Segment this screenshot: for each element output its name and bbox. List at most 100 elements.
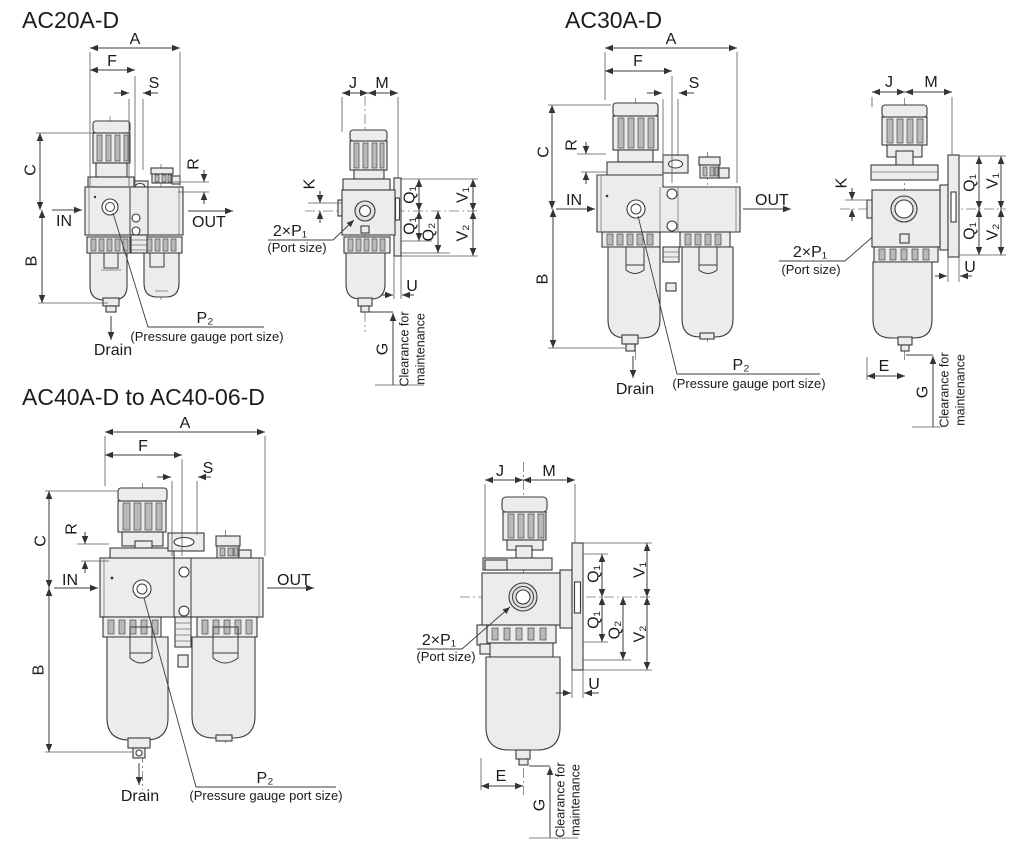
ac40f-filter-bowl <box>106 626 169 759</box>
ac20f-dim-a: A <box>90 31 180 52</box>
ac20s-clearance-note: Clearance for maintenance <box>397 311 427 386</box>
svg-text:Q₁: Q₁ <box>402 186 419 204</box>
svg-text:K: K <box>834 177 851 188</box>
ac30s-extension-lines <box>845 97 1006 380</box>
ac20s-dim-j: J <box>342 75 368 97</box>
svg-text:Drain: Drain <box>616 381 654 398</box>
svg-text:Q₁: Q₁ <box>402 217 419 235</box>
ac20f-dim-c: C <box>23 133 44 210</box>
ac30-side-view: J M K Q₁ V₁ Q₁ V₂ U <box>834 74 1006 428</box>
ac40s-dim-v1: V₁ <box>632 543 651 597</box>
svg-text:V₁: V₁ <box>985 173 1002 189</box>
ac40f-bracket-tab <box>167 532 205 552</box>
ac40s-knob <box>482 496 553 571</box>
svg-text:R: R <box>186 158 203 170</box>
svg-text:Q₁: Q₁ <box>586 565 603 583</box>
svg-text:J: J <box>349 75 357 92</box>
svg-text:B: B <box>24 256 41 267</box>
svg-text:A: A <box>130 31 141 48</box>
ac30f-port-in: IN <box>556 192 595 213</box>
ac20f-dim-s: S <box>114 75 159 97</box>
ac30s-dim-j: J <box>872 74 905 96</box>
ac20-front-view: A F S C B R IN OUT <box>23 31 284 359</box>
svg-text:Clearance for: Clearance for <box>397 311 411 386</box>
svg-text:U: U <box>964 259 976 276</box>
ac40f-dim-a: A <box>105 415 265 436</box>
ac40s-dim-q1-upper: Q₁ <box>586 554 606 597</box>
ac20f-p2-callout: P₂ (Pressure gauge port size) <box>112 212 284 344</box>
ac20s-dim-m: M <box>368 75 398 97</box>
svg-text:Q₁: Q₁ <box>962 222 979 240</box>
svg-text:F: F <box>107 53 117 70</box>
svg-text:Clearance for: Clearance for <box>553 762 567 837</box>
svg-text:A: A <box>666 31 677 48</box>
ac20f-port-in: IN <box>52 206 82 230</box>
svg-text:IN: IN <box>56 213 72 230</box>
ac30f-bracket-tab <box>662 154 689 174</box>
ac40f-drain: Drain <box>121 763 159 805</box>
svg-text:OUT: OUT <box>755 192 789 209</box>
svg-text:G: G <box>915 386 932 398</box>
svg-text:B: B <box>31 665 48 676</box>
ac30f-port-out: OUT <box>743 192 791 213</box>
svg-text:P₂: P₂ <box>257 770 274 787</box>
ac20f-filter-bowl <box>89 252 128 313</box>
svg-text:M: M <box>924 74 937 91</box>
svg-text:M: M <box>375 75 388 92</box>
ac20-side-view: J M K Q₁ Q₁ Q₂ V₁ V₂ <box>267 75 478 387</box>
ac30-front-view: A F S C B R IN OUT <box>535 31 894 398</box>
svg-text:(Port size): (Port size) <box>416 649 475 664</box>
svg-text:Q₁: Q₁ <box>962 174 979 192</box>
ac30f-p2-callout: P₂ (Pressure gauge port size) <box>637 215 826 391</box>
svg-text:E: E <box>879 358 890 375</box>
svg-text:2×P₁: 2×P₁ <box>793 244 827 261</box>
ac30s-dim-m: M <box>905 74 952 96</box>
ac40-title: AC40A-D to AC40-06-D <box>22 384 265 410</box>
ac40f-dim-r: R <box>64 523 89 573</box>
ac20f-dim-b: B <box>24 210 46 303</box>
ac30s-knob <box>870 104 939 181</box>
svg-text:U: U <box>406 278 418 295</box>
ac40s-p1-callout: 2×P₁ (Port size) <box>416 606 511 664</box>
ac30f-regulator-knob <box>606 102 664 176</box>
ac40f-port-in: IN <box>54 572 98 592</box>
ac40f-dim-c: C <box>33 491 53 588</box>
ac20s-extension-lines <box>308 97 478 299</box>
svg-text:Drain: Drain <box>94 342 132 359</box>
svg-text:V₂: V₂ <box>632 626 649 643</box>
svg-text:maintenance: maintenance <box>953 354 967 426</box>
ac20s-body <box>337 189 396 236</box>
ac30f-dim-a: A <box>605 31 737 52</box>
ac20f-body <box>84 186 184 236</box>
ac30f-dim-f: F <box>605 53 672 75</box>
svg-text:Q₂: Q₂ <box>607 621 624 640</box>
ac30s-dim-v1: V₁ <box>985 156 1005 209</box>
ac40f-lubricator-knob <box>215 535 252 560</box>
ac20s-dim-g: G <box>364 311 424 386</box>
svg-text:C: C <box>536 146 553 158</box>
ac40s-dim-q2: Q₂ <box>607 597 627 660</box>
ac40f-dim-b: B <box>31 588 53 752</box>
ac40f-port-out: OUT <box>267 572 314 592</box>
svg-text:S: S <box>689 75 700 92</box>
ac20f-port-out: OUT <box>188 207 233 231</box>
svg-text:A: A <box>180 415 191 432</box>
svg-text:R: R <box>64 523 81 535</box>
ac30-title: AC30A-D <box>565 7 662 33</box>
svg-text:C: C <box>23 164 40 176</box>
svg-text:J: J <box>496 463 504 480</box>
ac30s-bowl <box>872 246 939 352</box>
svg-text:Drain: Drain <box>121 788 159 805</box>
svg-text:Q₂: Q₂ <box>421 223 438 242</box>
svg-text:2×P₁: 2×P₁ <box>273 223 307 240</box>
ac20f-bowl-collars <box>86 234 183 254</box>
ac40f-dim-s: S <box>157 460 213 481</box>
ac30s-clearance-note: Clearance for maintenance <box>937 352 967 427</box>
svg-text:V₁: V₁ <box>632 562 649 578</box>
ac30s-dim-e: E <box>867 358 905 380</box>
svg-text:(Pressure gauge port size): (Pressure gauge port size) <box>189 788 342 803</box>
ac30s-dim-q1-lower: Q₁ <box>962 209 983 255</box>
ac40s-dim-j: J <box>485 463 523 484</box>
ac30f-extension-lines <box>548 52 738 349</box>
